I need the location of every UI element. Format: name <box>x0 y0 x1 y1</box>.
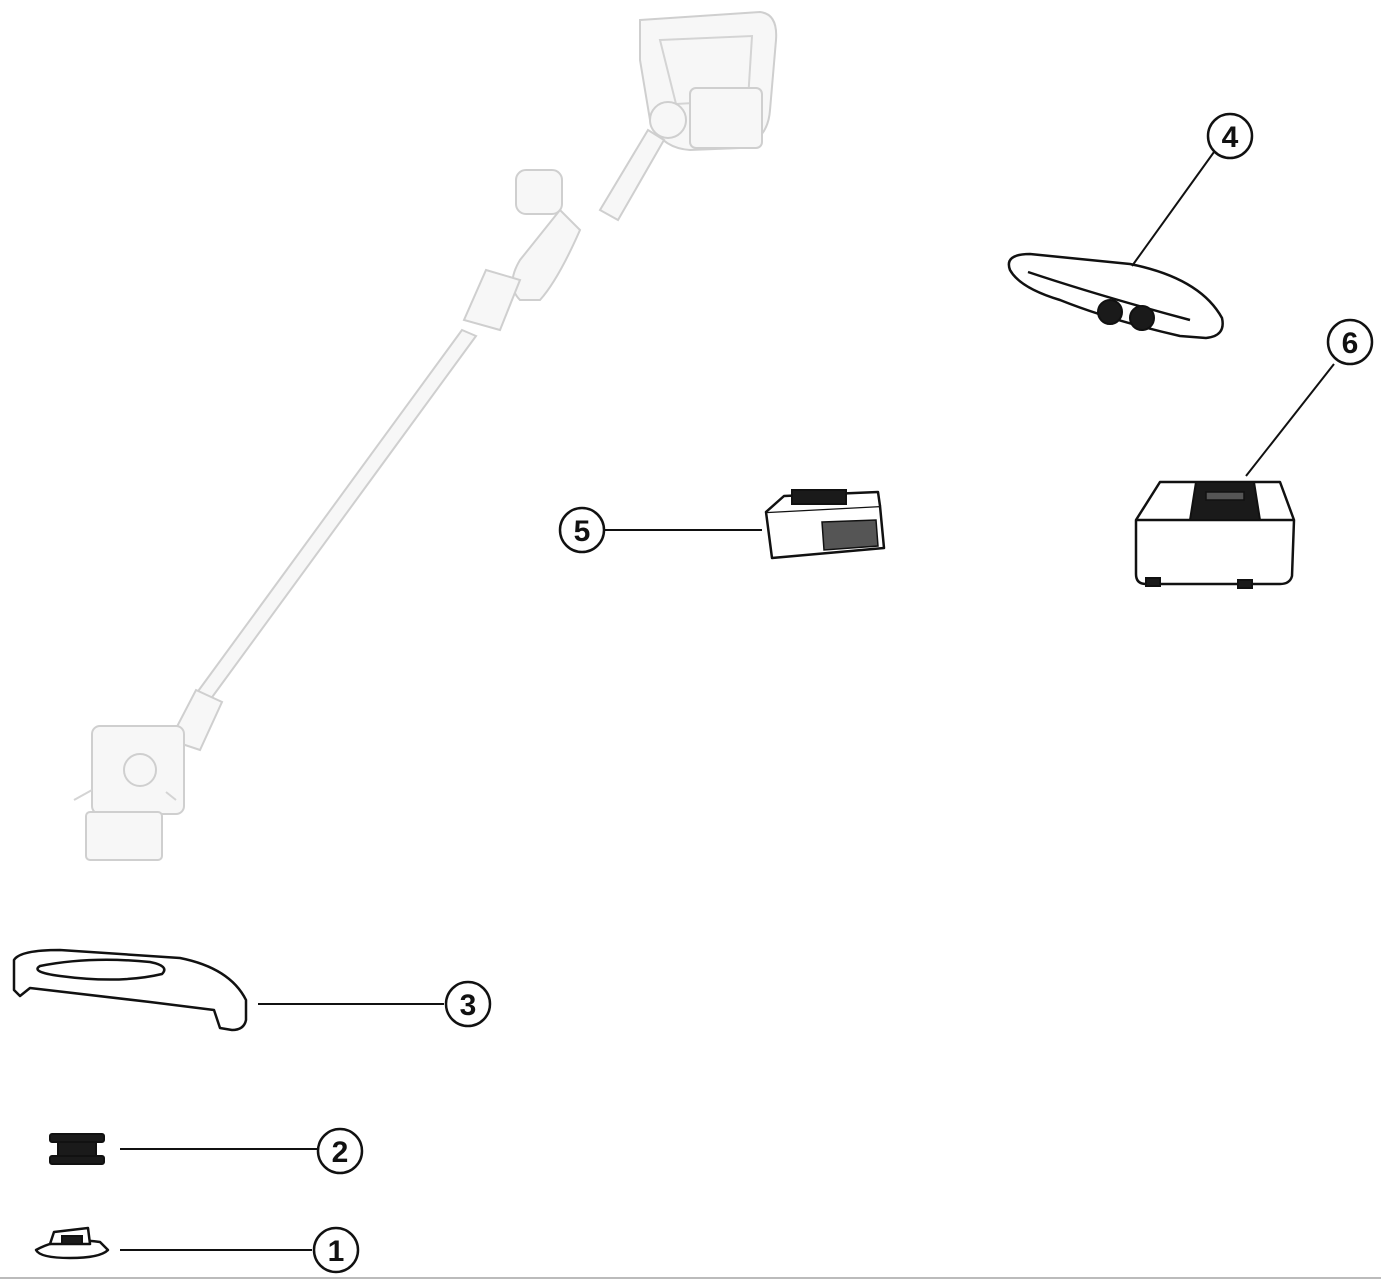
callout-2-circle <box>316 1127 364 1175</box>
trimmer-spool-housing <box>85 811 163 861</box>
callout-3: 3 <box>444 980 492 1028</box>
trimmer-lower-shaft <box>194 328 478 702</box>
trimmer-head-fins <box>73 789 177 801</box>
charger-foot-left <box>1145 577 1161 587</box>
charger-foot-right <box>1237 579 1253 589</box>
callout-2-label: 2 <box>332 1136 349 1169</box>
guard-opening <box>36 958 166 981</box>
charger-battery-slot <box>1188 481 1262 521</box>
trimmer-head-knob <box>123 753 157 787</box>
part-2-spool <box>49 1133 318 1165</box>
callout-1: 1 <box>312 1226 360 1274</box>
callout-4-label: 4 <box>1222 121 1239 154</box>
battery-terminal <box>791 489 847 505</box>
callout-4-circle <box>1206 112 1254 160</box>
trimmer-aux-handle-clamp <box>515 169 563 215</box>
spool-core <box>57 1141 97 1157</box>
aux-handle-loop <box>1007 252 1224 340</box>
part-6-charger <box>1134 363 1335 589</box>
trimmer-collar <box>462 268 522 332</box>
spool-cap-grid <box>61 1235 83 1245</box>
part-1-spool-cap <box>34 1226 312 1260</box>
aux-handle-knob-right <box>1129 305 1155 331</box>
trimmer-upper-shaft <box>598 128 666 222</box>
trimmer-battery-slot <box>689 87 763 149</box>
leader-4 <box>1131 151 1215 267</box>
callout-6-label: 6 <box>1342 327 1359 360</box>
callout-5-circle <box>558 506 606 554</box>
callout-5: 5 <box>558 506 606 554</box>
charger-contacts <box>1205 491 1245 501</box>
callout-3-circle <box>444 980 492 1028</box>
callout-2: 2 <box>316 1127 364 1175</box>
part-4-aux-handle <box>1007 151 1224 340</box>
aux-handle-knob-left <box>1097 299 1123 325</box>
callout-5-label: 5 <box>574 515 591 548</box>
spool-bottom-flange <box>49 1155 105 1165</box>
callout-3-label: 3 <box>460 989 477 1022</box>
callout-6-circle <box>1326 318 1374 366</box>
callout-6: 6 <box>1326 318 1374 366</box>
battery-label-panel <box>821 519 879 551</box>
part-3-guard <box>12 948 444 1032</box>
trimmer-shaft-joint <box>511 208 582 301</box>
trimmer-outline <box>73 10 778 861</box>
spool-top-flange <box>49 1133 105 1143</box>
callout-1-label: 1 <box>328 1235 345 1268</box>
trimmer-pivot-knob <box>649 101 687 139</box>
part-5-battery <box>604 489 886 560</box>
callout-4: 4 <box>1206 112 1254 160</box>
leader-6 <box>1245 363 1335 477</box>
callout-1-circle <box>312 1226 360 1274</box>
